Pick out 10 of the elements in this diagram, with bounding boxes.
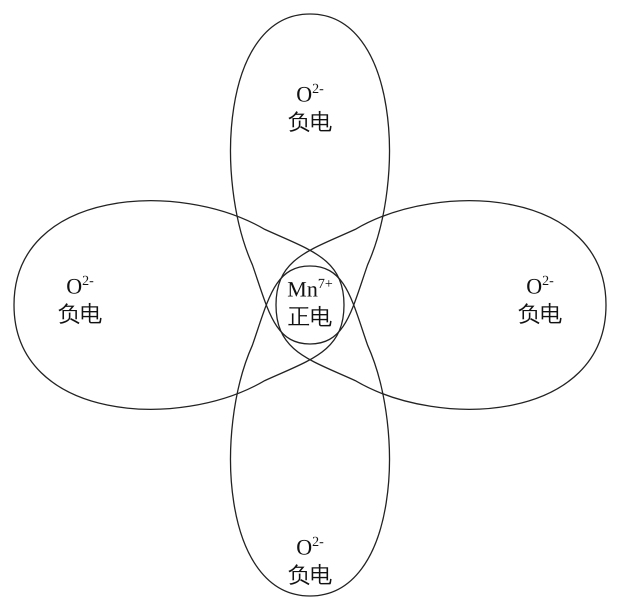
ion-label: O$^{2-}$ (526, 272, 554, 300)
ion-label: O$^{2-}$ (296, 80, 324, 108)
ion-label: O$^{2-}$ (296, 533, 324, 560)
ion-label: Mn$^{7+}$ (287, 275, 333, 302)
charge-label: 负电 (518, 301, 562, 328)
charge-label: 正电 (288, 304, 332, 330)
charge-label: 负电 (288, 108, 332, 135)
charge-label: 负电 (58, 301, 102, 328)
charge-label: 负电 (288, 562, 332, 588)
ion-label: O$^{2-}$ (66, 272, 94, 300)
